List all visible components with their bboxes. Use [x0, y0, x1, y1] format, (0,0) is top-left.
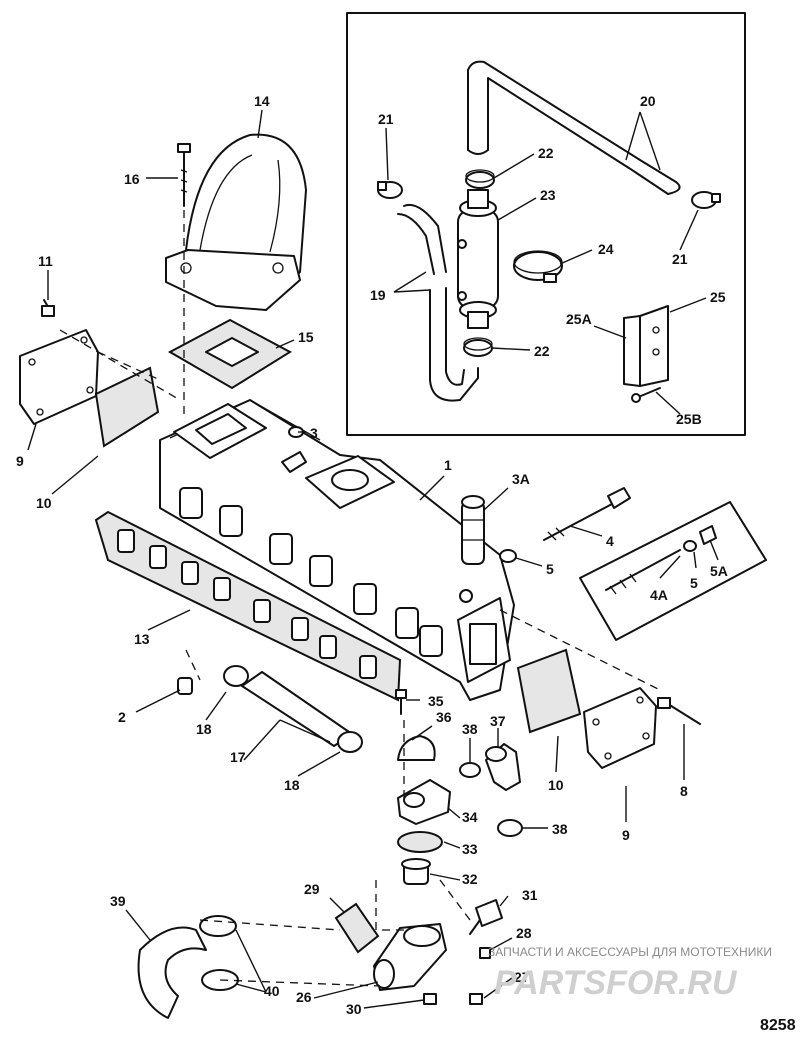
plug-2 — [177, 677, 193, 695]
label-37: 37 — [490, 713, 506, 729]
gasket-29 — [334, 902, 380, 954]
label-33: 33 — [462, 841, 478, 857]
stud-4a-inset — [579, 501, 767, 641]
label-32: 32 — [462, 871, 478, 887]
cover-plate-9-right — [583, 687, 657, 769]
exhaust-elbow-14 — [165, 133, 307, 311]
label-5: 5 — [546, 561, 554, 577]
label-10-left: 10 — [36, 495, 52, 511]
gasket-10-right — [516, 648, 582, 734]
fitting-3a — [461, 495, 485, 565]
label-11: 11 — [38, 253, 53, 269]
label-28: 28 — [516, 925, 532, 941]
label-25a: 25A — [566, 311, 592, 327]
label-2: 2 — [118, 709, 126, 725]
thermostat-housing-34 — [397, 779, 451, 825]
clamps-40 — [199, 915, 239, 991]
gasket-15 — [167, 318, 293, 390]
label-22-bottom: 22 — [534, 343, 550, 359]
label-3: 3 — [310, 425, 318, 441]
label-18-upper: 18 — [196, 721, 212, 737]
gasket-33 — [397, 831, 443, 853]
clamp-21-left — [377, 181, 403, 199]
label-13: 13 — [134, 631, 150, 647]
label-27: 27 — [514, 969, 530, 985]
clamp-22-bottom — [463, 337, 493, 357]
label-23: 23 — [540, 187, 556, 203]
label-3a: 3A — [512, 471, 530, 487]
clamp-38-lower — [497, 819, 523, 837]
label-5a: 5A — [710, 563, 728, 579]
label-24: 24 — [598, 241, 614, 257]
label-1: 1 — [444, 457, 452, 473]
gasket-13 — [94, 510, 402, 702]
exhaust-manifold-1 — [159, 399, 515, 701]
leader-lines — [27, 109, 719, 1009]
label-15: 15 — [298, 329, 314, 345]
fitting-31 — [469, 899, 503, 935]
water-housing-26 — [373, 923, 447, 991]
gasket-10-left — [94, 366, 160, 448]
label-8: 8 — [680, 783, 688, 799]
oil-cooler-23 — [457, 189, 499, 329]
bolt-35 — [395, 689, 407, 715]
label-39: 39 — [110, 893, 126, 909]
label-26: 26 — [296, 989, 312, 1005]
label-30: 30 — [346, 1001, 362, 1017]
label-21-left: 21 — [378, 111, 394, 127]
watermark-logo: PARTSFOR.RU — [494, 964, 738, 1002]
label-25b: 25B — [676, 411, 702, 427]
band-clamp-24 — [513, 250, 563, 283]
bracket-25 — [623, 305, 669, 403]
label-35: 35 — [428, 693, 444, 709]
screw-30 — [423, 993, 437, 1005]
washer-5 — [499, 549, 517, 563]
plug-27 — [469, 993, 483, 1005]
label-31: 31 — [522, 887, 538, 903]
label-9-left: 9 — [16, 453, 24, 469]
clamp-21-right — [691, 191, 721, 209]
label-29: 29 — [304, 881, 320, 897]
hose-17 — [223, 665, 363, 753]
hose-curved-19 — [397, 204, 479, 402]
clip-38-upper — [459, 762, 481, 778]
bolt-16 — [177, 143, 191, 207]
hose-upper-20 — [467, 60, 681, 195]
label-22-top: 22 — [538, 145, 554, 161]
label-38-upper: 38 — [462, 721, 478, 737]
label-40: 40 — [264, 983, 280, 999]
stud-4 — [543, 487, 631, 541]
figure-number: 8258 — [760, 1017, 796, 1034]
screw-11 — [41, 299, 55, 317]
label-20: 20 — [640, 93, 656, 109]
inset-frame — [346, 12, 746, 436]
label-10-right: 10 — [548, 777, 564, 793]
label-25: 25 — [710, 289, 726, 305]
label-9-right: 9 — [622, 827, 630, 843]
plug-28 — [479, 947, 491, 959]
label-21-right: 21 — [672, 251, 688, 267]
label-19: 19 — [370, 287, 386, 303]
clamp-22-top — [465, 169, 495, 189]
label-34: 34 — [462, 809, 478, 825]
label-16: 16 — [124, 171, 140, 187]
cover-plate-9-left — [19, 329, 99, 425]
watermark-caption: ЗАПЧАСТИ И АКСЕССУАРЫ ДЛЯ МОТОТЕХНИКИ — [488, 945, 772, 959]
thermostat-32 — [401, 858, 431, 885]
label-17: 17 — [230, 749, 246, 765]
label-4: 4 — [606, 533, 614, 549]
label-38-lower: 38 — [552, 821, 568, 837]
elbow-37 — [485, 743, 521, 791]
label-4a: 4A — [650, 587, 668, 603]
assembly-lines — [59, 210, 661, 987]
label-18-lower: 18 — [284, 777, 300, 793]
label-5-inset: 5 — [690, 575, 698, 591]
hose-39 — [137, 926, 207, 1019]
label-36: 36 — [436, 709, 452, 725]
clamp-36 — [397, 735, 436, 761]
bolt-8 — [657, 697, 701, 725]
label-14: 14 — [254, 93, 270, 109]
